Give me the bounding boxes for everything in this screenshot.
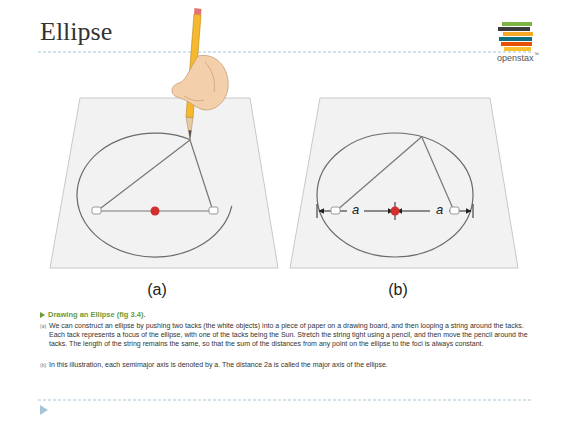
part-marker: (a) bbox=[40, 323, 46, 329]
slide-title: Ellipse bbox=[40, 16, 112, 47]
trademark: ™ bbox=[534, 51, 539, 57]
logo-text: openstax bbox=[497, 53, 534, 64]
logo-bars bbox=[498, 22, 533, 51]
caption-text: In this illustration, each semimajor axi… bbox=[49, 360, 535, 369]
drawing-board-b bbox=[290, 98, 518, 268]
rule-line bbox=[38, 400, 532, 401]
rule-line bbox=[38, 52, 532, 53]
caption-heading: Drawing an Ellipse (fig 3.4). bbox=[48, 310, 146, 319]
figure-letter: (a) bbox=[147, 280, 167, 299]
part-marker: (b) bbox=[40, 362, 46, 368]
drawing-board-a bbox=[50, 8, 278, 268]
dimension-label: a bbox=[350, 202, 361, 218]
figure-letter: (b) bbox=[388, 280, 408, 299]
caption-text: We can construct an ellipse by pushing t… bbox=[49, 321, 535, 348]
bullet-triangle bbox=[40, 312, 45, 318]
dimension-label: a bbox=[434, 202, 445, 218]
bullet-triangle bbox=[40, 405, 48, 415]
